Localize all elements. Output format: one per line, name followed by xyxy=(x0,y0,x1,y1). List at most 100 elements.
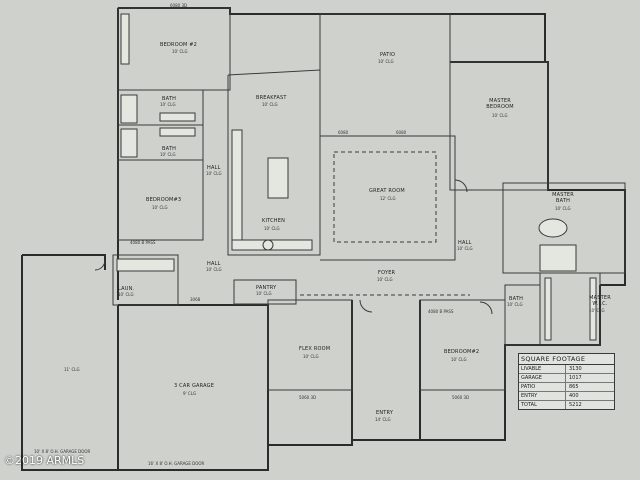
note-garage-door-small: 10' X 8' O.H. GARAGE DOOR xyxy=(34,449,91,454)
garage-side-left xyxy=(21,255,118,471)
bath-right-box xyxy=(504,284,541,346)
garage-main xyxy=(117,304,269,471)
dim-bedroom3: 10' CLG xyxy=(152,205,168,210)
master-tub xyxy=(538,218,568,238)
label-foyer: FOYER xyxy=(378,270,396,276)
door-arc-entry xyxy=(359,299,373,313)
kitchen-counter-left xyxy=(231,129,243,246)
label-master-bedroom: MASTER BEDROOM xyxy=(486,98,514,110)
dim-laundry: 10' CLG xyxy=(118,292,134,297)
label-bath-mid: BATH xyxy=(162,146,177,152)
copyright-watermark: ©2019 ARMLS xyxy=(4,454,85,467)
great-room-ceiling xyxy=(333,151,437,243)
label-flex-room: FLEX ROOM xyxy=(299,346,331,352)
tub-mid xyxy=(120,128,138,158)
vanity-mid xyxy=(159,127,196,137)
door-arc-garage xyxy=(94,259,106,271)
kitchen-island xyxy=(267,157,289,199)
laundry-counter xyxy=(116,258,175,272)
label-great-room: GREAT ROOM xyxy=(369,188,405,194)
label-laundry: LAUN. xyxy=(118,286,135,292)
garage-side-wall xyxy=(22,254,106,270)
sf-value: 400 xyxy=(569,393,579,399)
vanity-upper xyxy=(159,112,196,122)
sf-value: 1017 xyxy=(569,375,582,381)
great-room-wall xyxy=(320,135,456,261)
tub-upper xyxy=(120,94,138,124)
label-hall-left: HALL xyxy=(207,165,221,171)
label-bedroom3: BEDROOM#3 xyxy=(146,197,182,203)
note-slider-patio2: 6080 xyxy=(396,130,407,135)
dim-master-bedroom: 10' CLG xyxy=(492,113,508,118)
label-pantry: PANTRY xyxy=(256,285,277,291)
note-garage-door-big: 16' X 8' O.H. GARAGE DOOR xyxy=(148,461,205,466)
sf-value: 5212 xyxy=(569,402,582,408)
dim-flex-room: 10' CLG xyxy=(303,354,319,359)
note-slider-patio1: 6080 xyxy=(338,130,349,135)
sf-row-patio: PATIO 865 xyxy=(519,383,614,392)
note-flex-win: 5060 3D xyxy=(299,395,317,400)
label-hall-lower: HALL xyxy=(207,261,221,267)
kitchen-sink xyxy=(262,239,274,251)
label-garage3: 3 CAR GARAGE xyxy=(174,383,215,389)
sf-row-garage: GARAGE 1017 xyxy=(519,374,614,383)
dim-hall-left: 10' CLG xyxy=(206,171,222,176)
sf-label: ENTRY xyxy=(519,392,566,400)
dim-bedroom4: 10' CLG xyxy=(451,357,467,362)
label-kitchen: KITCHEN xyxy=(262,218,286,224)
dim-hall-right: 10' CLG xyxy=(457,246,473,251)
dim-pantry: 10' CLG xyxy=(256,291,272,296)
dim-hall-lower: 10' CLG xyxy=(206,267,222,272)
sf-value: 865 xyxy=(569,384,579,390)
sf-label: LIVABLE xyxy=(519,365,566,373)
label-master-bath: MASTER BATH xyxy=(552,192,574,204)
note-slider-top: 6080 3D xyxy=(170,3,188,8)
breakfast-wall xyxy=(227,69,321,256)
dim-garage3: 9' CLG xyxy=(183,391,197,396)
label-patio: PATIO xyxy=(380,52,396,58)
sf-label: GARAGE xyxy=(519,374,566,382)
note-pass-bottom: 4080 B PASS xyxy=(428,309,454,314)
note-bed4-win: 5060 3D xyxy=(452,395,470,400)
sf-row-total: TOTAL 5212 xyxy=(519,401,614,409)
bedroom3-box xyxy=(117,159,204,241)
dim-master-wic: 10' CLG xyxy=(589,308,605,313)
entry-walls xyxy=(267,300,353,446)
master-shower xyxy=(539,244,577,272)
sf-label: TOTAL xyxy=(519,401,566,409)
label-entry: ENTRY xyxy=(376,410,394,416)
outer-wall-right-master xyxy=(450,61,626,286)
dim-breakfast: 10' CLG xyxy=(262,102,278,107)
label-bedroom4: BEDROOM#2 xyxy=(444,349,480,355)
dim-kitchen: 10' CLG xyxy=(264,226,280,231)
sf-label: PATIO xyxy=(519,383,566,391)
dim-great-room: 12' CLG xyxy=(380,196,396,201)
square-footage-title: SQUARE FOOTAGE xyxy=(519,354,614,365)
sf-row-entry: ENTRY 400 xyxy=(519,392,614,401)
dim-master-bath: 10' CLG xyxy=(555,206,571,211)
label-hall-right: HALL xyxy=(458,240,472,246)
pantry-box xyxy=(233,279,297,305)
note-pass-left: 4080 B PASS xyxy=(130,240,156,245)
flex-room-box xyxy=(267,299,353,391)
dim-entry: 14' CLG xyxy=(375,417,391,422)
door-arc-great xyxy=(454,179,468,193)
dim-garage-side: 11' CLG xyxy=(64,367,80,372)
dim-bath-right: 10' CLG xyxy=(507,302,523,307)
dim-bath-upper: 10' CLG xyxy=(160,102,176,107)
dim-bath-mid: 10' CLG xyxy=(160,152,176,157)
laundry-box xyxy=(112,254,179,306)
label-bedroom2: BEDROOM #2 xyxy=(160,42,198,48)
master-bedroom-box xyxy=(449,61,549,191)
dim-foyer: 10' CLG xyxy=(377,277,393,282)
closet-bed2 xyxy=(120,13,130,65)
label-master-wic: MASTER W.I.C. xyxy=(589,295,611,307)
dim-bedroom2: 10' CLG xyxy=(172,49,188,54)
square-footage-table: SQUARE FOOTAGE LIVABLE 3130 GARAGE 1017 … xyxy=(518,353,615,410)
wic-shelf-2 xyxy=(589,277,597,341)
sf-value: 3130 xyxy=(569,366,582,372)
door-arc-bed4 xyxy=(479,301,493,315)
label-breakfast: BREAKFAST xyxy=(256,95,287,101)
label-bath-upper: BATH xyxy=(162,96,177,102)
